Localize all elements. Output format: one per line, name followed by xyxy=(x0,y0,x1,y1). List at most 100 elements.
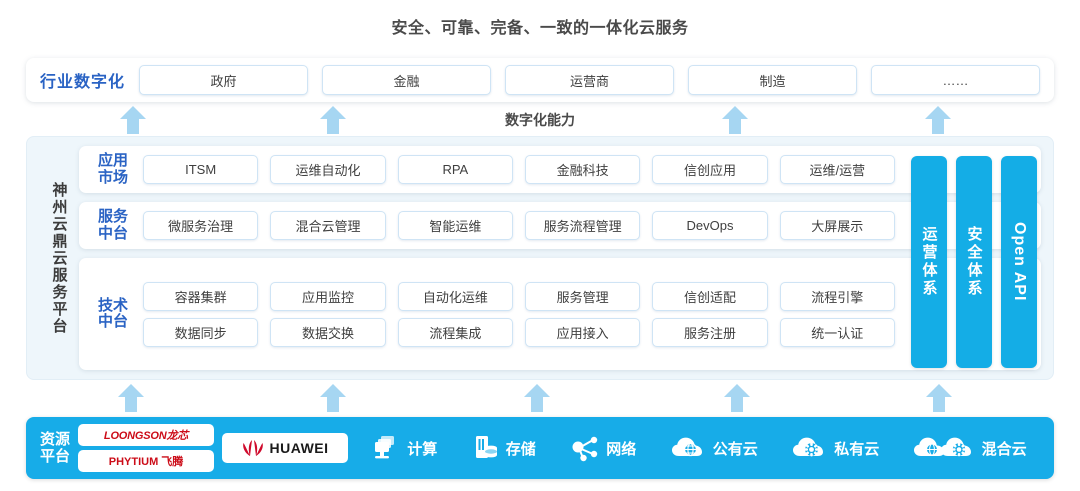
core-platform: 神州云鼎云服务平台 应用 市场 ITSM 运维自动化 RPA 金融科技 信创应用… xyxy=(26,136,1054,380)
loongson-logo: LOONGSON龙芯 xyxy=(78,424,215,446)
row-label-line2: 中台 xyxy=(97,313,128,330)
pillar-open-api[interactable]: Open API xyxy=(1001,156,1037,368)
cell-data-exchange[interactable]: 数据交换 xyxy=(270,317,386,347)
upper-arrow-row xyxy=(0,104,1080,134)
industry-row: 行业数字化 政府 金融 运营商 制造 …… xyxy=(26,58,1054,102)
up-arrow-icon xyxy=(722,106,748,134)
resource-item-private-cloud[interactable]: 私有云 xyxy=(792,435,879,461)
huawei-logo: HUAWEI xyxy=(222,433,349,463)
cell-service-process-mgmt[interactable]: 服务流程管理 xyxy=(524,211,641,240)
cell-row: 容器集群 应用监控 自动化运维 服务管理 信创适配 流程引擎 xyxy=(143,281,895,311)
page-title: 安全、可靠、完备、一致的一体化云服务 xyxy=(391,20,689,37)
resource-platform-label: 资源 平台 xyxy=(40,431,70,466)
cell-container-cluster[interactable]: 容器集群 xyxy=(143,281,259,311)
row-label-service-midplatform: 服务 中台 xyxy=(87,208,139,242)
resource-item-hybrid-cloud[interactable]: 混合云 xyxy=(913,435,1027,461)
cell-app-access[interactable]: 应用接入 xyxy=(524,317,641,347)
up-arrow-icon xyxy=(120,106,146,134)
phytium-logo: PHYTIUM 飞腾 xyxy=(78,450,215,472)
industry-box-list: 政府 金融 运营商 制造 …… xyxy=(139,65,1041,95)
private-cloud-icon xyxy=(793,437,824,457)
resource-label-line2: 平台 xyxy=(40,448,71,465)
cell-row: ITSM 运维自动化 RPA 金融科技 信创应用 运维/运营 xyxy=(143,155,895,184)
network-icon xyxy=(572,436,598,462)
cell-group: 容器集群 应用监控 自动化运维 服务管理 信创适配 流程引擎 数据同步 数据交换… xyxy=(143,281,895,347)
industry-box-government[interactable]: 政府 xyxy=(139,65,309,95)
cell-process-integration[interactable]: 流程集成 xyxy=(397,317,513,347)
cell-service-mgmt[interactable]: 服务管理 xyxy=(524,281,641,311)
pillar-security-system[interactable]: 安全体系 xyxy=(956,156,992,368)
industry-box-telecom[interactable]: 运营商 xyxy=(505,65,675,95)
cell-group: ITSM 运维自动化 RPA 金融科技 信创应用 运维/运营 xyxy=(143,155,895,184)
resource-item-compute[interactable]: 计算 xyxy=(371,434,437,462)
cell-dashboard[interactable]: 大屏展示 xyxy=(779,211,895,240)
up-arrow-icon xyxy=(118,384,144,412)
core-row-application-market: 应用 市场 ITSM 运维自动化 RPA 金融科技 信创应用 运维/运营 xyxy=(79,146,1041,193)
row-label-line1: 技术 xyxy=(97,296,128,314)
cell-row: 微服务治理 混合云管理 智能运维 服务流程管理 DevOps 大屏展示 xyxy=(143,211,895,240)
industry-box-more[interactable]: …… xyxy=(871,65,1041,95)
cell-app-monitoring[interactable]: 应用监控 xyxy=(270,281,386,311)
cell-microservice-governance[interactable]: 微服务治理 xyxy=(143,211,259,240)
resource-item-label: 私有云 xyxy=(834,440,880,458)
row-label-line1: 服务 xyxy=(97,208,128,225)
lower-arrow-row xyxy=(0,382,1080,412)
cell-unified-auth[interactable]: 统一认证 xyxy=(779,317,895,347)
resource-item-label: 公有云 xyxy=(712,440,758,458)
capability-label: 数字化能力 xyxy=(505,112,575,128)
cell-row: 数据同步 数据交换 流程集成 应用接入 服务注册 统一认证 xyxy=(143,317,895,347)
cell-ops-operations[interactable]: 运维/运营 xyxy=(779,155,895,184)
huawei-wordmark: HUAWEI xyxy=(269,440,329,456)
resource-item-label: 计算 xyxy=(407,440,438,458)
cell-automated-ops[interactable]: 自动化运维 xyxy=(397,281,513,311)
industry-box-finance[interactable]: 金融 xyxy=(322,65,492,95)
storage-icon xyxy=(475,436,497,458)
cell-ops-automation[interactable]: 运维自动化 xyxy=(270,155,386,184)
row-label-line2: 中台 xyxy=(97,224,128,242)
huawei-flower-icon xyxy=(242,440,263,456)
industry-row-label: 行业数字化 xyxy=(40,74,126,91)
cell-devops[interactable]: DevOps xyxy=(652,211,768,240)
hybrid-cloud-icon xyxy=(913,437,971,457)
cell-xinchuang-adaptation[interactable]: 信创适配 xyxy=(652,281,768,311)
industry-box-manufacturing[interactable]: 制造 xyxy=(688,65,858,95)
up-arrow-icon xyxy=(524,384,550,412)
public-cloud-icon xyxy=(671,437,702,457)
resource-item-public-cloud[interactable]: 公有云 xyxy=(671,435,758,461)
cell-group: 微服务治理 混合云管理 智能运维 服务流程管理 DevOps 大屏展示 xyxy=(143,211,895,240)
cell-data-sync[interactable]: 数据同步 xyxy=(143,317,259,347)
cell-xinchuang-app[interactable]: 信创应用 xyxy=(652,155,768,184)
pillar-group: 运营体系 安全体系 Open API xyxy=(907,156,1037,368)
cell-hybrid-cloud-mgmt[interactable]: 混合云管理 xyxy=(270,211,386,240)
resource-item-storage[interactable]: 存储 xyxy=(472,434,536,462)
row-label-line1: 应用 xyxy=(97,152,128,169)
core-row-service-midplatform: 服务 中台 微服务治理 混合云管理 智能运维 服务流程管理 DevOps 大屏展… xyxy=(79,202,1041,249)
up-arrow-icon xyxy=(926,384,952,412)
resource-item-label: 网络 xyxy=(606,440,637,458)
up-arrow-icon xyxy=(724,384,750,412)
cell-rpa[interactable]: RPA xyxy=(397,155,513,184)
up-arrow-icon xyxy=(320,384,346,412)
resource-item-list: 计算 存储 xyxy=(354,434,1044,462)
resource-item-label: 混合云 xyxy=(981,440,1027,458)
cell-fintech[interactable]: 金融科技 xyxy=(524,155,641,184)
row-label-line2: 市场 xyxy=(97,168,128,186)
compute-icon xyxy=(375,436,395,459)
resource-item-label: 存储 xyxy=(505,440,536,458)
cell-service-registry[interactable]: 服务注册 xyxy=(652,317,768,347)
up-arrow-icon xyxy=(320,106,346,134)
vendor-logo-stack: LOONGSON龙芯 PHYTIUM 飞腾 xyxy=(78,424,215,472)
cell-itsm[interactable]: ITSM xyxy=(143,155,259,184)
resource-platform: 资源 平台 LOONGSON龙芯 PHYTIUM 飞腾 HUAWEI xyxy=(26,417,1054,479)
core-row-technical-midplatform: 技术 中台 容器集群 应用监控 自动化运维 服务管理 信创适配 流程引擎 数据同… xyxy=(79,258,1041,370)
core-platform-rows: 应用 市场 ITSM 运维自动化 RPA 金融科技 信创应用 运维/运营 xyxy=(79,146,1041,370)
pillar-operations-system[interactable]: 运营体系 xyxy=(911,156,947,368)
resource-item-network[interactable]: 网络 xyxy=(570,434,636,462)
row-label-application-market: 应用 市场 xyxy=(87,152,139,186)
cell-process-engine[interactable]: 流程引擎 xyxy=(779,281,895,311)
resource-label-line1: 资源 xyxy=(40,430,71,448)
core-platform-vertical-label: 神州云鼎云服务平台 xyxy=(50,181,68,335)
cell-intelligent-ops[interactable]: 智能运维 xyxy=(397,211,513,240)
row-label-technical-midplatform: 技术 中台 xyxy=(87,296,139,331)
